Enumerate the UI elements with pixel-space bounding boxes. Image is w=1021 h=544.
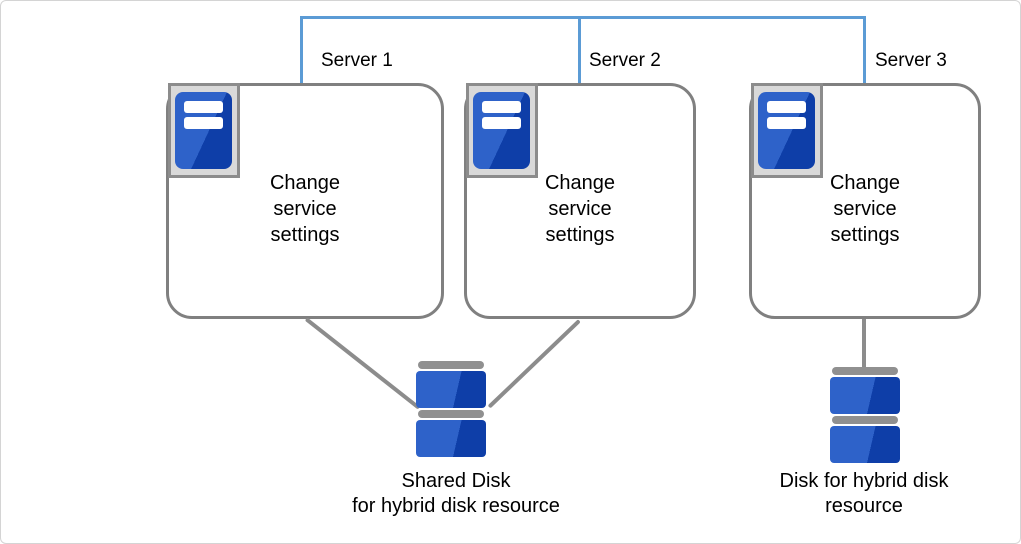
- server-2-label: Server 2: [589, 50, 661, 71]
- server-1-label: Server 1: [321, 50, 393, 71]
- disk-platter: [830, 426, 900, 463]
- server-icon-slot: [184, 101, 223, 113]
- local-disk-label-line-1: Disk for hybrid disk: [779, 470, 949, 492]
- server-1-task-text: Change service settings: [269, 172, 341, 246]
- server-2-task-text: Change service settings: [544, 172, 616, 246]
- network-drop-server-3: [863, 16, 866, 83]
- shared-disk-icon: [416, 361, 486, 459]
- connector-server-2-shared-disk: [487, 319, 581, 409]
- local-disk-label: Disk for hybrid disk resource: [764, 469, 964, 519]
- disk-platter: [416, 420, 486, 457]
- disk-cap: [418, 410, 484, 418]
- server-icon: [466, 83, 538, 178]
- local-disk-icon: [830, 367, 900, 465]
- shared-disk-label: Shared Disk for hybrid disk resource: [331, 469, 581, 519]
- connector-server-3-local-disk: [862, 319, 866, 367]
- server-icon-slot: [767, 117, 806, 129]
- server-icon: [168, 83, 240, 178]
- server-1-box: Change service settings: [166, 83, 444, 319]
- server-3-task-text: Change service settings: [829, 172, 901, 246]
- connector-server-1-shared-disk: [304, 317, 421, 410]
- server-3-box: Change service settings: [749, 83, 981, 319]
- server-icon-panel: [175, 92, 232, 169]
- disk-platter: [416, 371, 486, 408]
- server-icon-panel: [758, 92, 815, 169]
- server-icon-panel: [473, 92, 530, 169]
- network-drop-server-1: [300, 16, 303, 83]
- disk-cap: [418, 361, 484, 369]
- server-icon-slot: [184, 117, 223, 129]
- disk-cap: [832, 416, 898, 424]
- server-3-label: Server 3: [875, 50, 947, 71]
- server-icon-slot: [767, 101, 806, 113]
- disk-platter: [830, 377, 900, 414]
- network-drop-server-2: [578, 16, 581, 83]
- server-2-box: Change service settings: [464, 83, 696, 319]
- local-disk-label-line-2: resource: [825, 495, 903, 517]
- network-bus-line: [300, 16, 866, 19]
- shared-disk-label-line-2: for hybrid disk resource: [352, 495, 560, 517]
- server-icon: [751, 83, 823, 178]
- server-icon-slot: [482, 101, 521, 113]
- shared-disk-label-line-1: Shared Disk: [401, 470, 511, 492]
- server-icon-slot: [482, 117, 521, 129]
- disk-cap: [832, 367, 898, 375]
